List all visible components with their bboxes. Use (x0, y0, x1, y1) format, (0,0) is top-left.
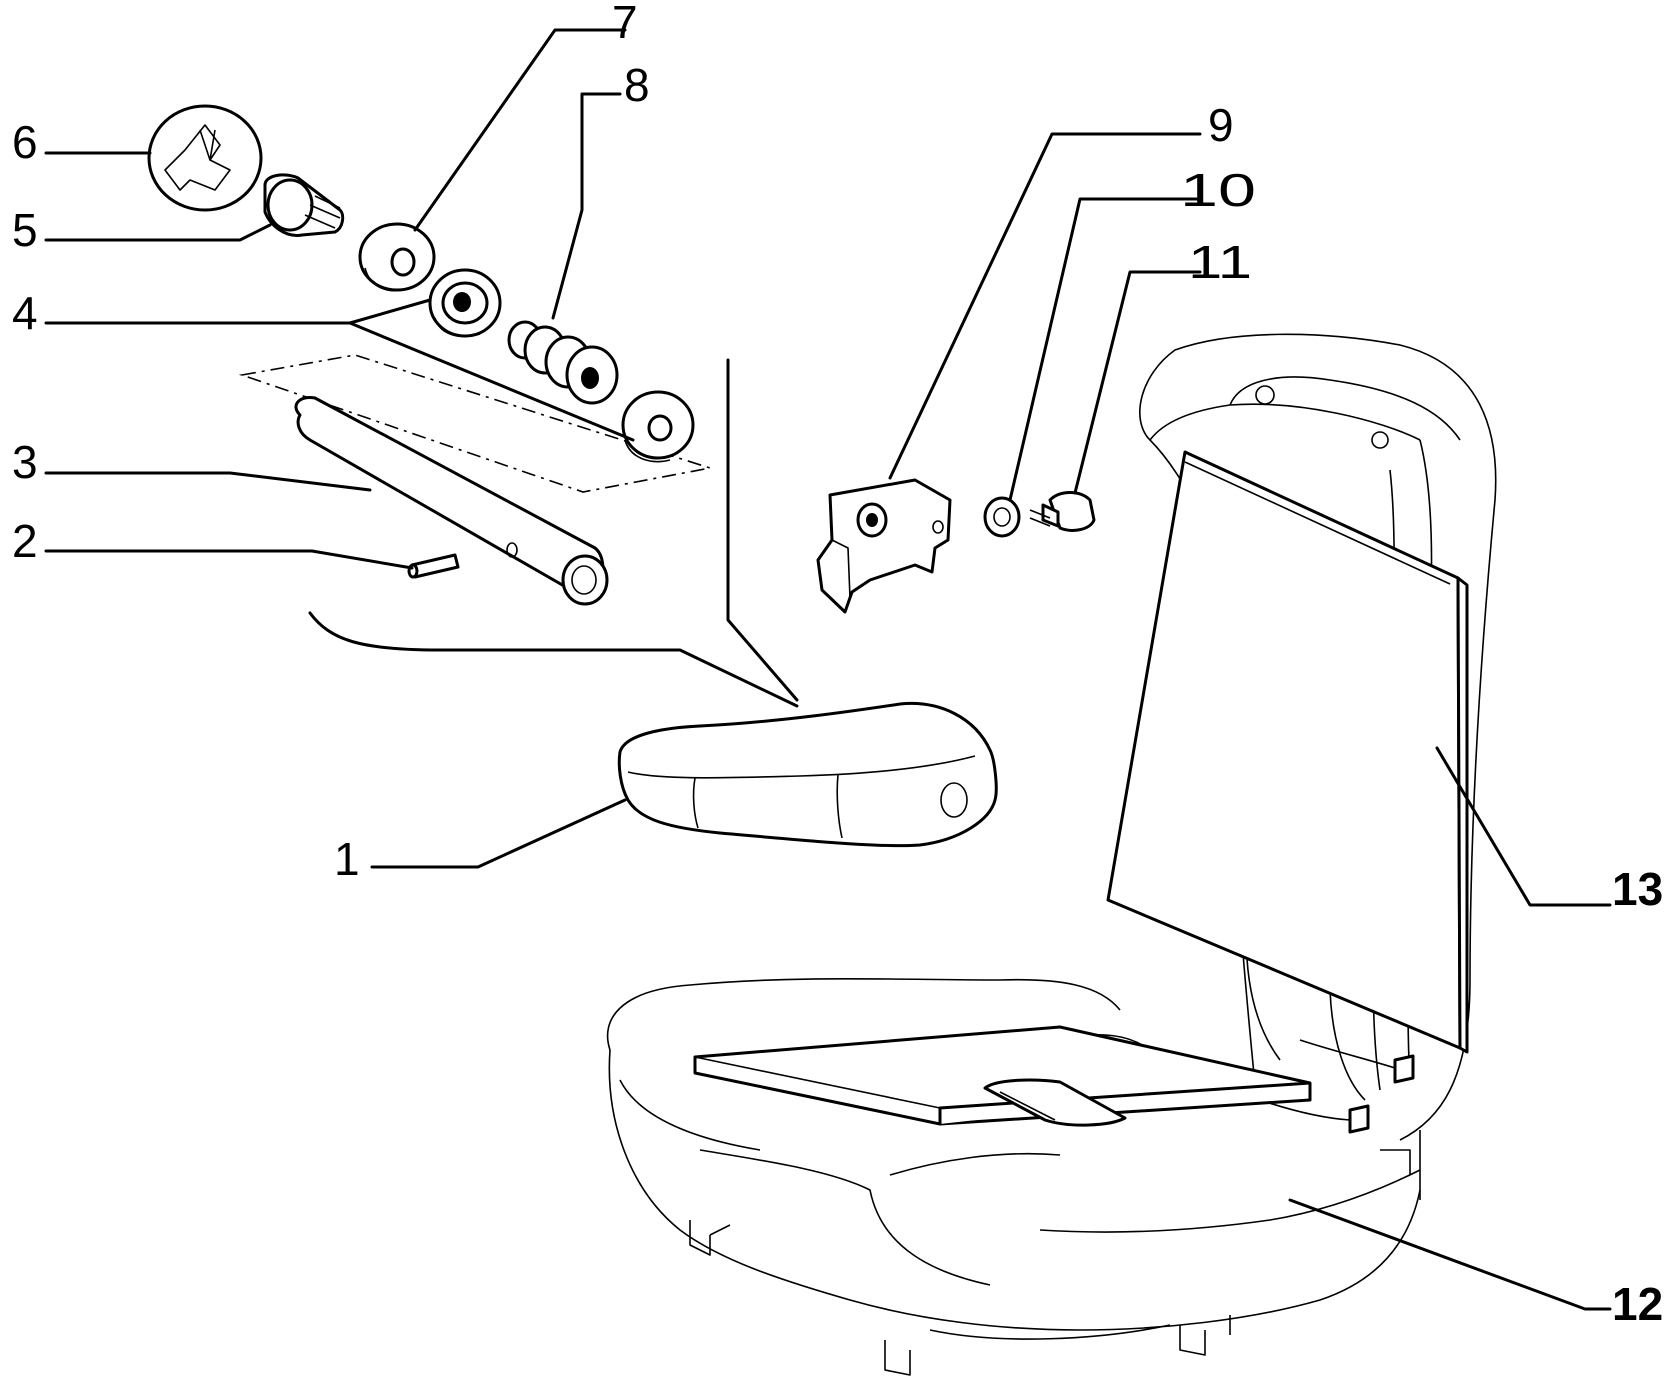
pin-part-2 (407, 553, 460, 579)
washer-part-10 (983, 496, 1021, 538)
backrest-panel-part-13 (1106, 450, 1469, 1054)
callout-11: 11 (1188, 236, 1252, 288)
assembly-outline (238, 354, 711, 493)
spring-part-8 (507, 320, 619, 405)
bolt-part-5 (263, 173, 345, 237)
assembly-axis-line (726, 358, 799, 702)
end-washer (621, 390, 695, 463)
callout-13: 13 (1612, 863, 1663, 915)
callout-5: 5 (12, 204, 38, 256)
callout-6: 6 (12, 116, 38, 168)
callout-10: 10 (1180, 164, 1256, 216)
washer-part-7 (358, 222, 436, 292)
bracket-part-9 (816, 478, 952, 614)
callout-3: 3 (12, 436, 38, 488)
bushing-part-4 (428, 268, 502, 338)
screw-part-11 (1029, 491, 1096, 532)
callout-2: 2 (12, 515, 38, 567)
callout-4: 4 (12, 287, 38, 339)
leader-lines (44, 28, 1612, 1311)
knob-part-6 (147, 104, 263, 212)
pivot-tube-part-3 (294, 395, 609, 606)
seat-pad-part-12 (693, 1025, 1312, 1127)
callout-12: 12 (1612, 1278, 1663, 1330)
callout-8: 8 (624, 59, 650, 111)
callout-1: 1 (334, 833, 360, 885)
armrest-part-1 (617, 701, 998, 848)
callout-7: 7 (612, 0, 638, 48)
callout-9: 9 (1208, 99, 1234, 151)
armrest-guide-line (308, 611, 799, 708)
